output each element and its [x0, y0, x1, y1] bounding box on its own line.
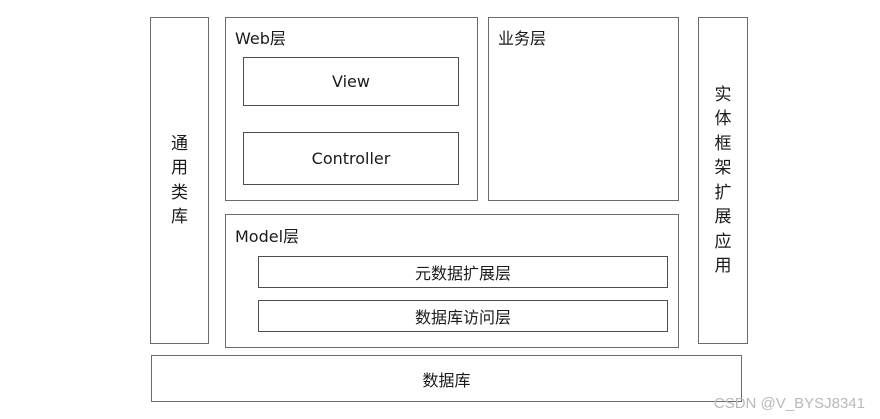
data-access-box: 数据库访问层 — [258, 300, 668, 332]
business-layer-title: 业务层 — [498, 29, 547, 48]
metadata-extension-label: 元数据扩展层 — [414, 264, 511, 283]
data-access-label: 数据库访问层 — [414, 308, 511, 327]
web-layer-title: Web层 — [235, 29, 286, 48]
web-layer-box: Web层 View Controller — [225, 17, 478, 201]
common-library-label: 通用类库 — [171, 133, 188, 228]
entity-framework-box: 实体框架扩展应用 — [698, 17, 748, 344]
business-layer-box: 业务层 — [488, 17, 679, 201]
controller-label: Controller — [311, 149, 391, 168]
controller-box: Controller — [243, 132, 459, 185]
view-box: View — [243, 57, 459, 106]
watermark-text: CSDN @V_BYSJ8341 — [713, 395, 865, 412]
database-box: 数据库 — [151, 355, 742, 402]
common-library-box: 通用类库 — [150, 17, 209, 344]
view-label: View — [332, 72, 370, 91]
model-layer-title: Model层 — [235, 227, 300, 246]
metadata-extension-box: 元数据扩展层 — [258, 256, 668, 288]
model-layer-box: Model层 元数据扩展层 数据库访问层 — [225, 214, 679, 348]
database-label: 数据库 — [422, 370, 471, 390]
entity-framework-label: 实体框架扩展应用 — [714, 84, 732, 277]
